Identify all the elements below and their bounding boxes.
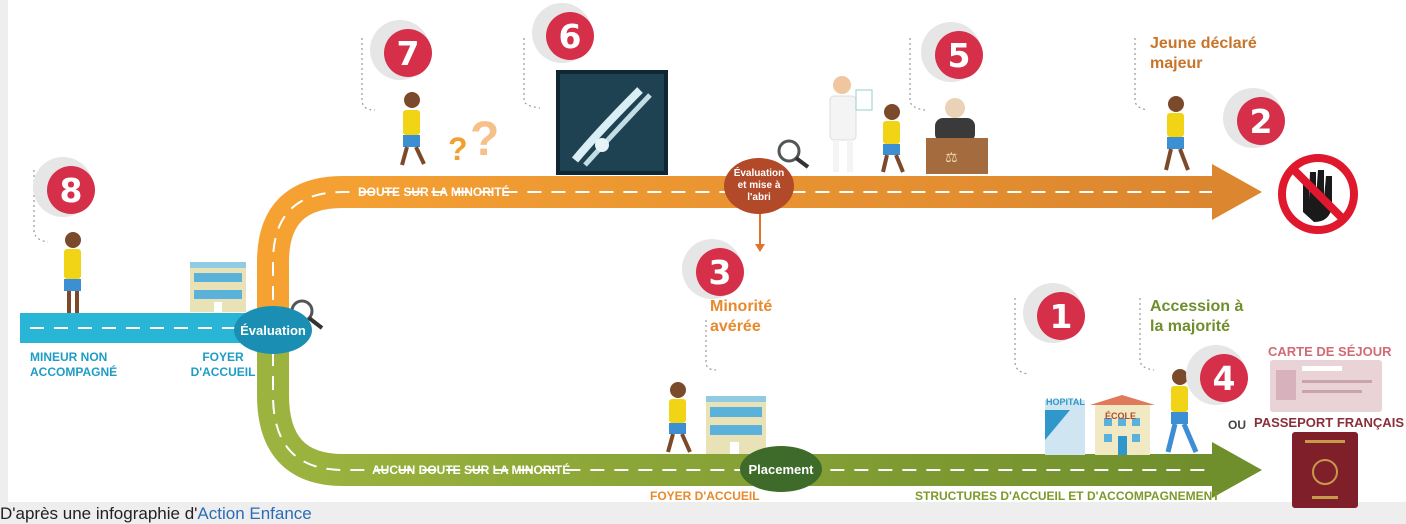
hopital-label: HOPITAL (1046, 397, 1085, 407)
step-6-badge: 6 (546, 12, 594, 60)
figure-8 (64, 232, 81, 313)
step-2-badge: 2 (1237, 97, 1285, 145)
doute-label: DOUTE SUR LA MINORITÉ (358, 185, 510, 199)
aucun-doute-label: AUCUN DOUTE SUR LA MINORITÉ (372, 463, 571, 477)
structures-label: STRUCTURES D'ACCUEIL ET D'ACCOMPAGNEMENT (915, 489, 1220, 503)
orange-road-dashes (272, 191, 1215, 300)
carte-sejour-icon (1270, 360, 1382, 412)
action-enfance-link[interactable]: Action Enfance (197, 504, 312, 523)
ecole-label: ÉCOLE (1105, 411, 1137, 421)
eval-abri-bubble: Évaluation et mise à l'abri (724, 158, 794, 214)
step-7-badge: 7 (384, 29, 432, 77)
figure-4 (1165, 369, 1199, 453)
green-road-dashes (272, 352, 1215, 471)
source-credit: D'après une infographie d'Action Enfance (0, 504, 312, 524)
svg-text:?: ? (470, 113, 499, 166)
figure-2 (1164, 96, 1190, 171)
judge-icon: ⚖ (926, 98, 988, 174)
figure-5 (881, 104, 905, 173)
ou-label: ou (1228, 418, 1246, 432)
accession-label: Accession à la majorité (1150, 298, 1244, 335)
green-arrow-head (1212, 442, 1262, 498)
orange-arrow-head (1212, 164, 1262, 220)
figure-3 (666, 382, 692, 453)
passeport-label: PASSEPORT FRANÇAIS (1254, 415, 1404, 430)
carte-sejour-label: CARTE DE SÉJOUR (1268, 344, 1392, 359)
passport-icon (1292, 432, 1358, 508)
jeune-majeur-label: Jeune déclaré majeur (1150, 35, 1257, 72)
step-5-badge: 5 (935, 31, 983, 79)
magnifier-icon-2 (777, 139, 810, 169)
svg-text:?: ? (448, 131, 468, 167)
down-arrow-head (755, 244, 765, 252)
step-3-badge: 3 (696, 248, 744, 296)
hospital-school-icon (1045, 395, 1155, 455)
figure-doctor (829, 76, 873, 172)
foyer-left-label: FOYER D'ACCUEIL (190, 350, 256, 379)
foyer-bottom-label: FOYER D'ACCUEIL (650, 489, 760, 503)
xray-image (556, 70, 668, 175)
foyer-building-left (190, 262, 246, 312)
placement-bubble: Placement (740, 446, 822, 492)
evaluation-bubble: Évaluation (234, 306, 312, 354)
step-8-badge: 8 (47, 166, 95, 214)
minorite-averee-label: Minorité avérée (710, 298, 773, 335)
stop-hand-icon (1278, 154, 1358, 234)
mineur-label: MINEUR NON ACCOMPAGNÉ (30, 350, 118, 379)
step-4-badge: 4 (1200, 354, 1248, 402)
svg-text:⚖: ⚖ (945, 150, 958, 166)
figure-7: ? ? (400, 92, 499, 167)
leader-lines (33, 38, 1155, 375)
foyer-building-bottom (706, 396, 766, 454)
step-1-badge: 1 (1037, 292, 1085, 340)
credit-prefix: D'après une infographie d' (0, 504, 198, 523)
